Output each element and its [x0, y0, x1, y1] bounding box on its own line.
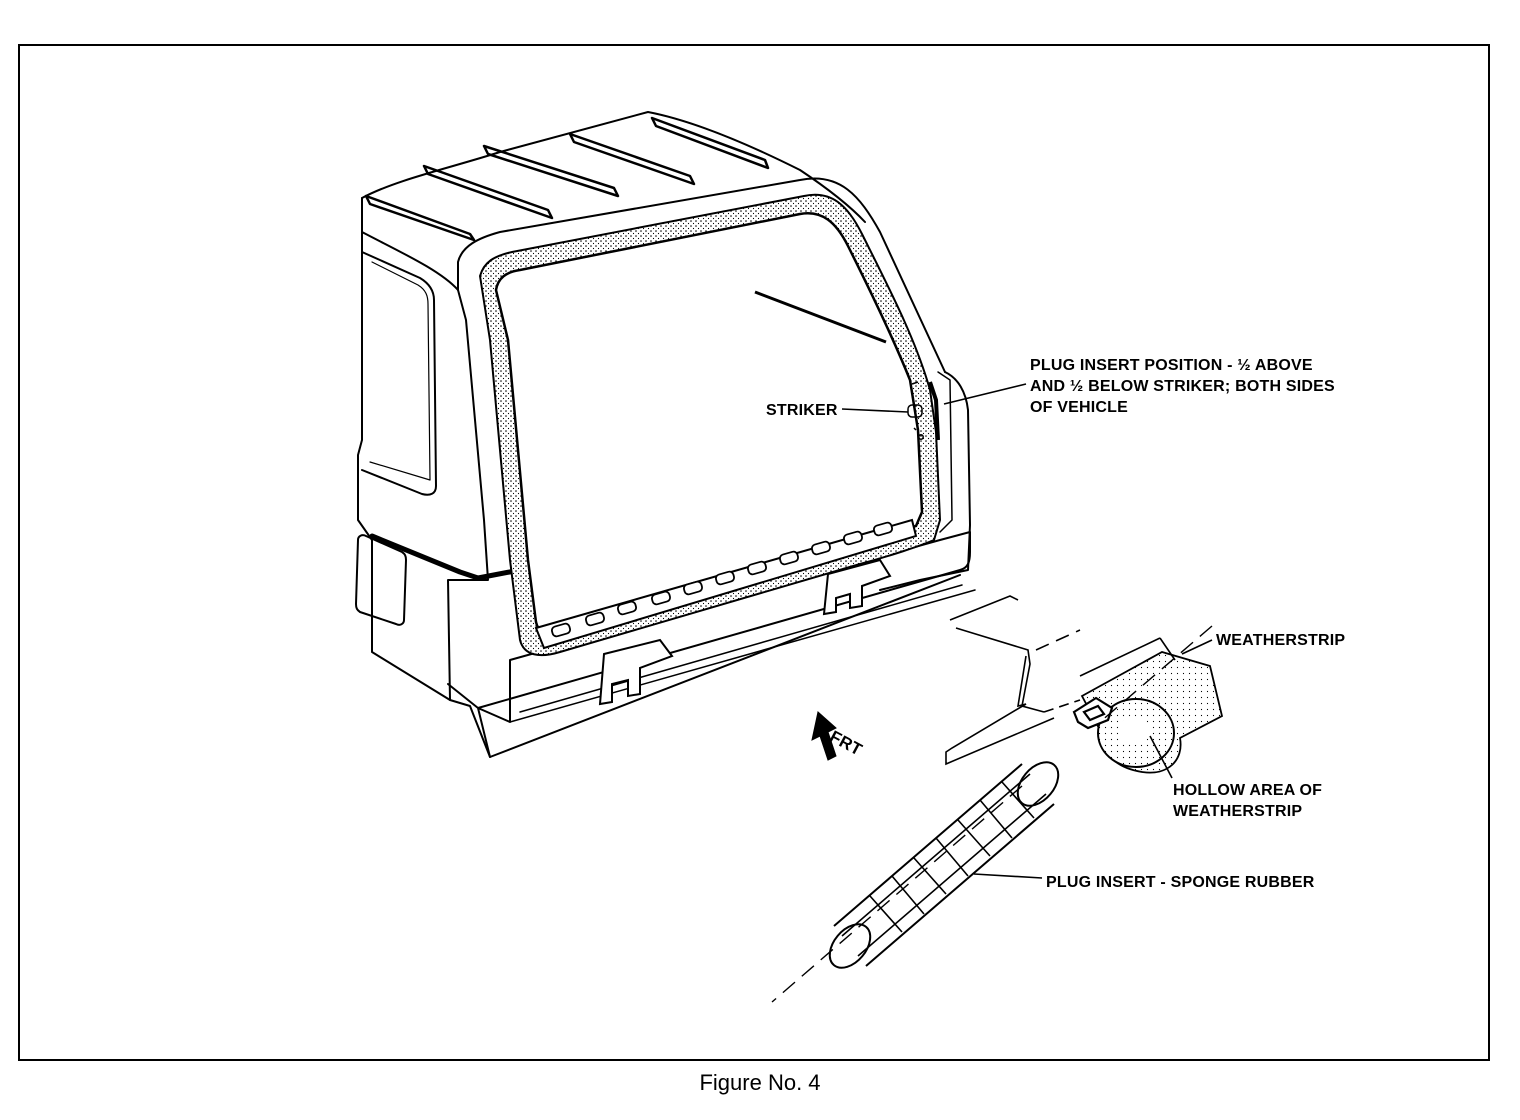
roof-rails — [364, 116, 770, 242]
label-plug-insert-position: PLUG INSERT POSITION - ½ ABOVE AND ½ BEL… — [1030, 357, 1335, 416]
side-window — [361, 251, 437, 496]
alignment-axis — [771, 625, 1213, 1003]
roof-rear-edge — [457, 177, 946, 373]
tail-lamp — [355, 534, 407, 626]
plug-insert — [828, 761, 1060, 969]
body-panel-section — [945, 595, 1081, 766]
label-weatherstrip: WEATHERSTRIP — [1216, 632, 1346, 649]
front-arrow-icon — [811, 711, 837, 761]
sill-step-pads — [551, 521, 893, 638]
label-striker: STRIKER — [766, 402, 838, 419]
roof-outline — [361, 111, 866, 223]
striker-marks — [907, 381, 940, 441]
figure-caption: Figure No. 4 — [699, 1070, 821, 1095]
label-hollow-area: HOLLOW AREA OF WEATHERSTRIP — [1173, 782, 1323, 820]
figure-frame — [18, 44, 1490, 1061]
roof-front-edge — [361, 197, 459, 291]
weatherstrip-clip — [1072, 696, 1114, 730]
leader-lines — [841, 383, 1213, 879]
side-molding — [369, 533, 523, 581]
latch-brackets — [598, 558, 892, 706]
left-pillar — [447, 289, 489, 701]
side-body — [357, 231, 491, 758]
right-pillar — [879, 371, 971, 591]
label-plug-insert: PLUG INSERT - SPONGE RUBBER — [1046, 874, 1315, 891]
